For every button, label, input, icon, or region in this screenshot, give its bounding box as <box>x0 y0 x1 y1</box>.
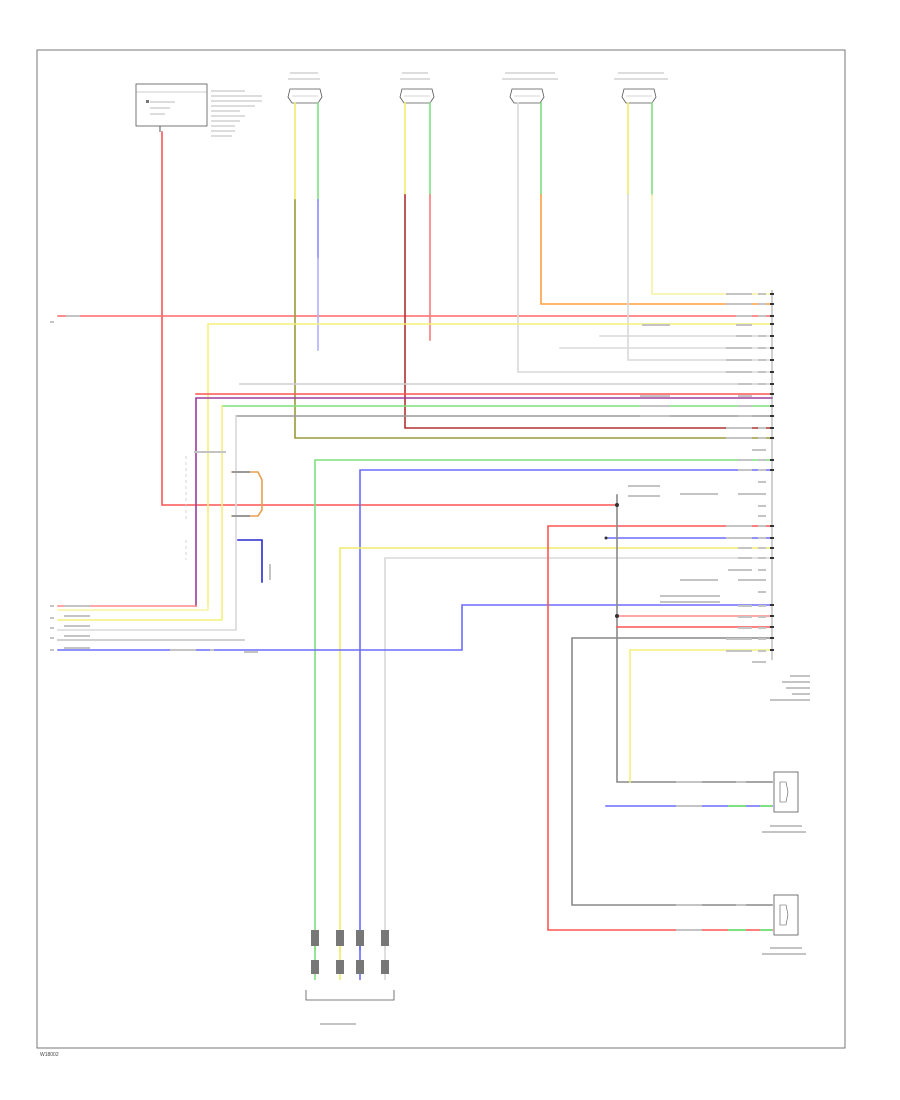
wire-navy-ground <box>237 539 263 583</box>
right-rear-speaker <box>676 894 806 955</box>
wire-yellow-long <box>339 547 773 951</box>
wire-spk1-olive <box>294 199 773 439</box>
head-unit-connector <box>770 290 774 660</box>
wire-lightgray-long <box>384 557 773 951</box>
fuse-relay-box <box>135 83 208 132</box>
diagram-frame <box>36 49 846 1049</box>
top-speaker-3 <box>502 72 558 104</box>
wire-orange-loop <box>231 471 263 517</box>
wire-spk2-darkred <box>404 194 773 429</box>
wire-yellow-left2 <box>57 605 209 611</box>
top-speaker-1 <box>287 72 323 104</box>
wire-gray-rear2 <box>616 494 773 783</box>
wire-red-fuse-feed <box>161 131 618 506</box>
wire-purple <box>195 397 773 607</box>
wire-yellow-rear2 <box>629 649 773 783</box>
wire-red-rear <box>547 525 773 931</box>
wire-blue-long <box>359 469 773 951</box>
wire-spk4-yellow-low <box>651 194 773 295</box>
figure-code: W18002 <box>40 1052 59 1058</box>
wires <box>57 102 773 951</box>
fuse-box-note <box>211 90 262 137</box>
wire-yellow-left <box>57 405 223 621</box>
bottom-connector <box>305 930 395 1025</box>
splice-points <box>604 503 619 618</box>
top-speaker-2 <box>399 72 435 104</box>
wire-green-long <box>314 459 773 951</box>
wire-lightgray-left <box>57 415 237 631</box>
intermediate-connector <box>185 451 271 580</box>
left-connector-labels <box>50 315 258 653</box>
head-unit-label <box>770 675 810 701</box>
wire-spk3-lightgray <box>517 102 773 373</box>
wire-spk3-orange <box>540 194 773 305</box>
left-rear-speaker <box>676 771 806 833</box>
wire-gray-rear <box>571 637 773 906</box>
wire-yellow-324 <box>207 323 773 607</box>
wire-spk4-lightgray <box>627 194 773 361</box>
top-speaker-4 <box>614 72 668 104</box>
connector-pin-labels <box>628 293 766 663</box>
